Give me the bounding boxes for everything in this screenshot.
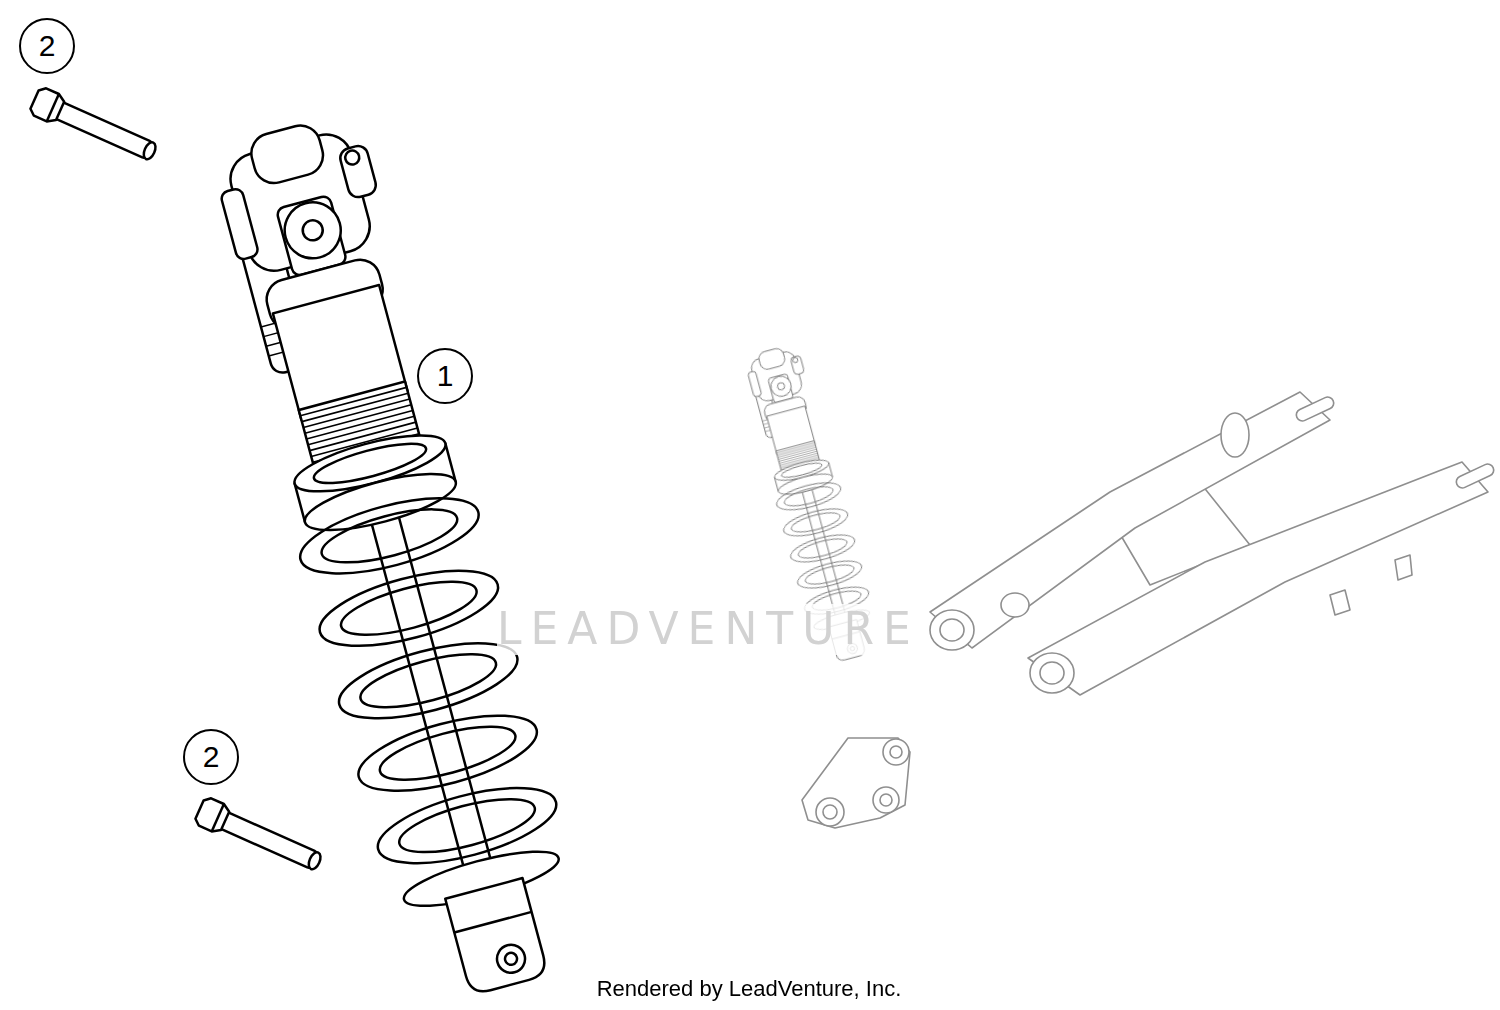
callout-number: 2 [39,31,56,61]
callout-circle: 2 [19,18,75,74]
callout-number: 2 [203,742,220,772]
callout-number: 1 [437,361,454,391]
callout-circle: 2 [183,729,239,785]
callout-circle: 1 [417,348,473,404]
render-credit: Rendered by LeadVenture, Inc. [597,976,902,1001]
watermark: LEADVENTURE [497,604,920,655]
